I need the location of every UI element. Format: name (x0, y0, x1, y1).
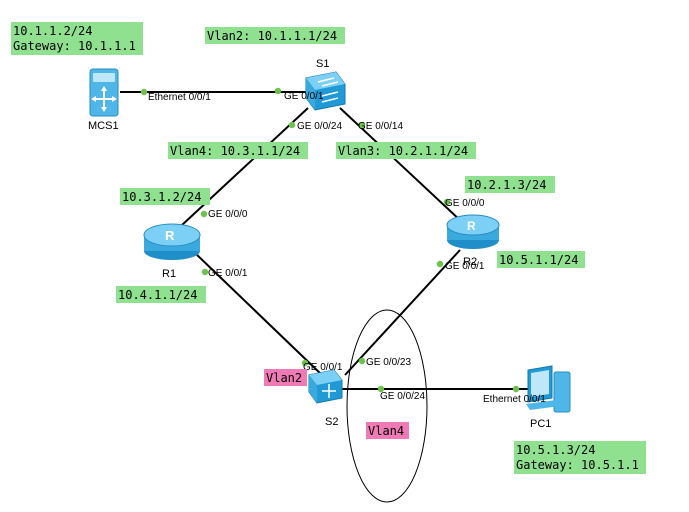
vlan3-s1-box (336, 142, 476, 159)
link-r2-s2 (344, 249, 461, 376)
label-mcs1-gw: Gateway: 10.1.1.1 (13, 39, 136, 53)
port-label-s2-ge0023: GE 0/0/23 (366, 357, 411, 368)
svg-text:R: R (165, 228, 175, 243)
label-vlan4-s1: Vlan4: 10.3.1.1/24 (170, 144, 300, 158)
port-label-pc1-eth: Ethernet 0/0/1 (483, 394, 546, 405)
pc1-address-box (514, 441, 646, 474)
switch-icon[interactable] (305, 71, 346, 111)
label-vlan3-s1: Vlan3: 10.2.1.1/24 (338, 144, 468, 158)
svg-text:R: R (467, 219, 476, 233)
port-label-mcs1-eth: Ethernet 0/0/1 (148, 92, 211, 103)
switch-icon[interactable] (308, 369, 343, 404)
label-pc1-ip: 10.5.1.3/24 (516, 443, 595, 457)
pc-icon[interactable] (526, 365, 571, 413)
port-dot-r2-ge001 (436, 260, 444, 268)
port-label-r1-ge000: GE 0/0/0 (208, 209, 248, 220)
link-s1-r1 (181, 107, 309, 226)
port-label-r2-ge000: GE 0/0/0 (445, 198, 485, 209)
port-label-r1-ge001: GE 0/0/1 (208, 268, 248, 279)
port-dot-r1-ge000 (200, 210, 208, 218)
label-pc1-gw: Gateway: 10.5.1.1 (516, 458, 639, 472)
r2-ge000-ip-box (465, 176, 555, 193)
label-r2-ge000-ip: 10.2.1.3/24 (467, 178, 546, 192)
port-dot-s2-ge0023 (358, 357, 366, 365)
port-dot-s2-ge001 (301, 359, 309, 367)
r1-ge001-ip-box (116, 286, 206, 303)
device-label-mcs1: MCS1 (88, 120, 119, 132)
device-label-pc1: PC1 (530, 418, 551, 430)
label-s2-vlan4: Vlan4 (368, 424, 404, 438)
port-dot-s1-ge0024 (288, 121, 296, 129)
label-r2-ge001-ip: 10.5.1.1/24 (499, 253, 578, 267)
port-label-s1-ge0024: GE 0/0/24 (297, 121, 342, 132)
link-r1-s2 (194, 252, 323, 376)
device-label-r2: R2 (463, 256, 477, 268)
s2-vlan4-box (366, 422, 409, 439)
device-label-r1: R1 (162, 268, 176, 280)
port-label-s1-ge001: GE 0/0/1 (284, 91, 324, 102)
label-r1-ge000-ip: 10.3.1.2/24 (122, 190, 201, 204)
vlan4-ellipse (346, 309, 428, 503)
vlan2-s1-box (205, 27, 345, 44)
port-dot-mcs1 (140, 88, 148, 96)
server-icon[interactable] (89, 68, 119, 117)
label-s2-vlan2: Vlan2 (266, 371, 302, 385)
port-label-s1-ge0014: GE 0/0/14 (358, 121, 403, 132)
mcs1-address-box (11, 22, 143, 55)
router-icon[interactable]: R (446, 214, 500, 249)
port-dot-s1-ge001 (274, 87, 282, 95)
port-label-s2-ge0024: GE 0/0/24 (380, 391, 425, 402)
r1-ge000-ip-box (120, 188, 210, 205)
label-vlan2-s1: Vlan2: 10.1.1.1/24 (207, 29, 337, 43)
port-label-s2-ge001: GE 0/0/1 (303, 362, 343, 373)
label-mcs1-ip: 10.1.1.2/24 (13, 24, 92, 38)
device-label-s1: S1 (316, 58, 329, 70)
device-label-s2: S2 (325, 416, 338, 428)
s2-vlan2-box (264, 369, 307, 386)
port-label-r2-ge001: GE 0/0/1 (445, 261, 485, 272)
port-dot-s2-ge0024 (377, 385, 385, 393)
port-dot-s1-ge0014 (358, 121, 366, 129)
port-dot-r2-ge000 (443, 198, 451, 206)
label-r1-ge001-ip: 10.4.1.1/24 (118, 288, 197, 302)
port-dot-r1-ge001 (201, 268, 209, 276)
router-icon[interactable]: R (143, 223, 201, 260)
r2-ge001-ip-box (497, 251, 585, 268)
port-dot-pc1 (512, 385, 520, 393)
vlan4-s1-box (168, 142, 308, 159)
